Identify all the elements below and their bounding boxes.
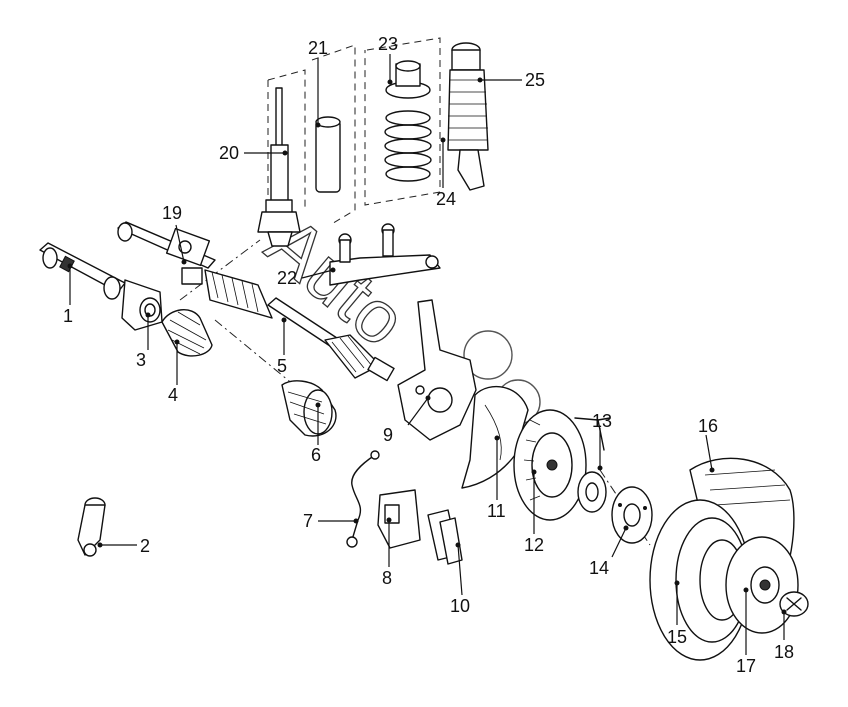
callout-12: 12 xyxy=(524,535,544,555)
callout-3: 3 xyxy=(136,350,146,370)
part-3-bearing-bracket xyxy=(121,279,163,331)
callout-25: 25 xyxy=(525,70,545,90)
part-20-shock-absorber xyxy=(257,87,301,247)
part-21-dust-boot xyxy=(315,116,341,193)
part-8-brake-caliper xyxy=(377,489,421,549)
part-22-control-arm xyxy=(329,223,441,286)
part-18-center-cap xyxy=(779,591,809,617)
callout-22: 22 xyxy=(277,268,297,288)
callout-5: 5 xyxy=(277,356,287,376)
part-5-drive-shaft xyxy=(204,269,395,382)
part-4-inner-boot xyxy=(161,309,213,357)
part-24-coil-spring xyxy=(384,110,432,182)
part-14-wheel-hub xyxy=(611,486,653,544)
part-13-hub-bearing xyxy=(574,417,611,513)
callout-16: 16 xyxy=(698,416,718,436)
callout-17: 17 xyxy=(736,656,756,676)
part-17-wheel-cover xyxy=(725,536,799,634)
callout-10: 10 xyxy=(450,596,470,616)
watermark-ring xyxy=(463,330,513,380)
part-25-strut-assembly xyxy=(447,42,489,191)
part-23-spring-seat xyxy=(385,60,431,99)
callout-21: 21 xyxy=(308,38,328,58)
callout-2: 2 xyxy=(140,536,150,556)
callout-1: 1 xyxy=(63,306,73,326)
part-10-brake-pads xyxy=(427,509,463,565)
callout-15: 15 xyxy=(667,627,687,647)
callout-18: 18 xyxy=(774,642,794,662)
part-1-inner-shaft xyxy=(39,242,126,300)
callout-19: 19 xyxy=(162,203,182,223)
callout-leaders xyxy=(67,54,787,655)
callout-7: 7 xyxy=(303,511,313,531)
part-7-brake-hose xyxy=(346,450,380,548)
part-6-outer-boot xyxy=(281,380,337,437)
part-12-brake-disc xyxy=(513,409,587,521)
part-19-intermediate-shaft xyxy=(117,221,216,285)
part-2-steering-lever xyxy=(77,497,106,557)
callout-8: 8 xyxy=(382,568,392,588)
callout-13: 13 xyxy=(592,411,612,431)
callout-4: 4 xyxy=(168,385,178,405)
callout-11: 11 xyxy=(487,501,506,521)
callout-labels: 1 2 3 4 5 6 7 8 9 10 11 12 13 14 15 16 1… xyxy=(63,34,794,676)
part-9-steering-knuckle xyxy=(397,299,477,441)
callout-24: 24 xyxy=(436,189,456,209)
callout-14: 14 xyxy=(589,558,609,578)
callout-6: 6 xyxy=(311,445,321,465)
callout-9: 9 xyxy=(383,425,393,445)
callout-23: 23 xyxy=(378,34,398,54)
callout-20: 20 xyxy=(219,143,239,163)
